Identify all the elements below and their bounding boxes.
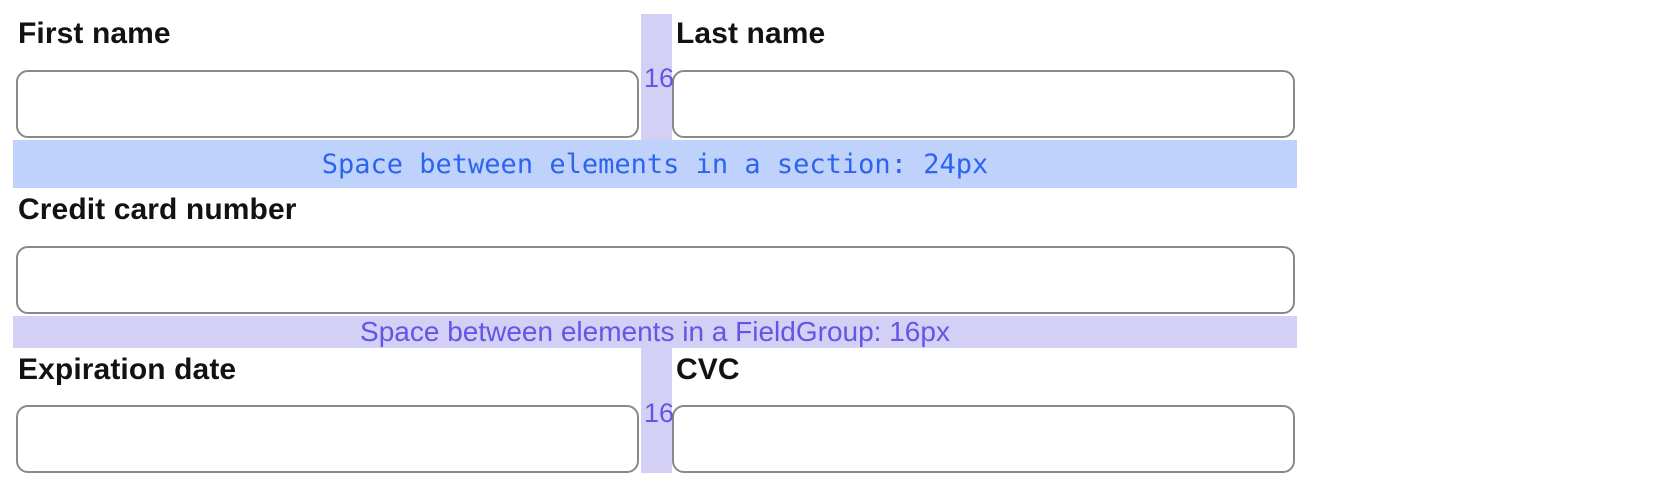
fieldgroup-gap-label: Space between elements in a FieldGroup: … xyxy=(360,316,950,347)
column-gap-value-bottom: 16 xyxy=(644,398,675,428)
column-gap-highlight-bottom xyxy=(641,348,672,473)
expiration-date-input[interactable] xyxy=(16,405,639,473)
fieldgroup-gap-highlight: Space between elements in a FieldGroup: … xyxy=(13,316,1297,348)
expiration-date-label: Expiration date xyxy=(18,353,237,386)
credit-card-number-input[interactable] xyxy=(16,246,1295,314)
last-name-input[interactable] xyxy=(672,70,1295,138)
cvc-input[interactable] xyxy=(672,405,1295,473)
last-name-label: Last name xyxy=(676,17,826,50)
column-gap-highlight-top xyxy=(641,14,672,140)
section-gap-label: Space between elements in a section: 24p… xyxy=(321,148,989,180)
section-gap-highlight: Space between elements in a section: 24p… xyxy=(13,140,1297,188)
credit-card-number-label: Credit card number xyxy=(18,193,297,226)
first-name-input[interactable] xyxy=(16,70,639,138)
column-gap-value-top: 16 xyxy=(644,63,675,93)
first-name-label: First name xyxy=(18,17,171,50)
cvc-label: CVC xyxy=(676,353,740,386)
